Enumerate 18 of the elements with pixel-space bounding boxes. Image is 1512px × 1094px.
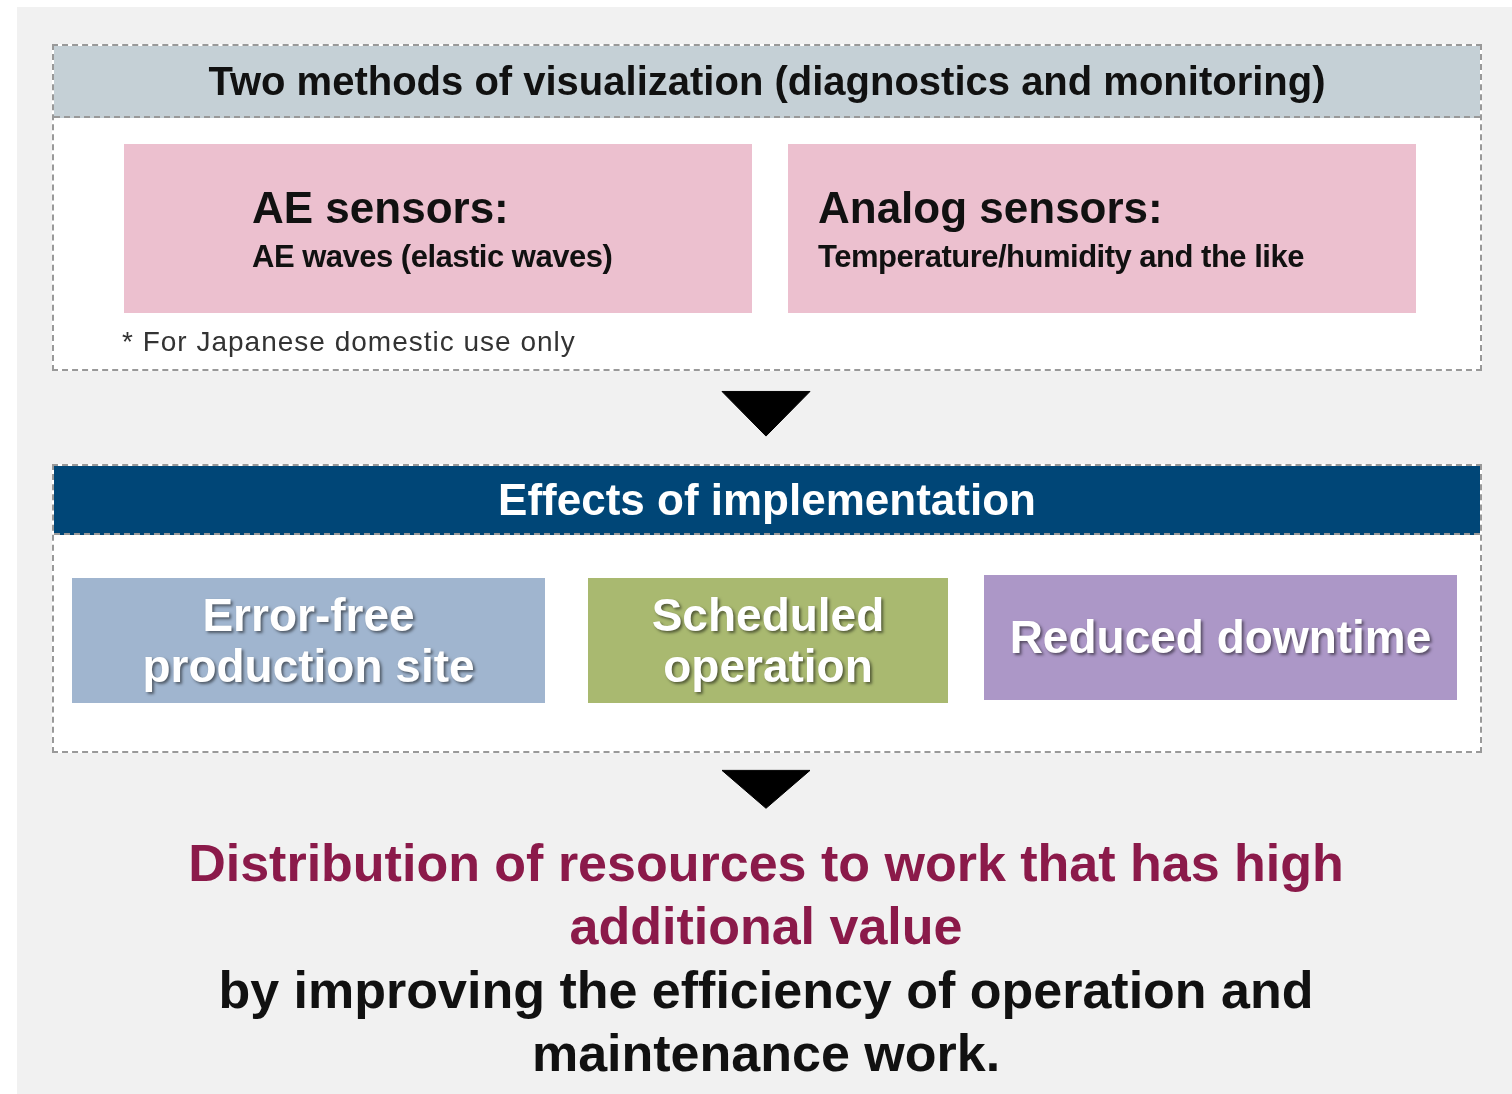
box-subtext: Temperature/humidity and the like bbox=[818, 238, 1305, 275]
down-arrow bbox=[721, 769, 811, 809]
down-arrow bbox=[721, 390, 811, 437]
box-heading: AE sensors: bbox=[252, 182, 510, 233]
sensor-box bbox=[788, 144, 1416, 313]
header-band: Effects of implementation bbox=[54, 466, 1480, 535]
conclusion-text: Distribution of resources to work that has high additional value bbox=[187, 833, 1345, 958]
sensor-box bbox=[124, 144, 752, 313]
dashed-panel bbox=[52, 44, 1482, 371]
effect-box: Error-free production site bbox=[72, 578, 545, 703]
dashed-panel bbox=[52, 464, 1482, 753]
conclusion-subtext: by improving the efficiency of operation and maintenance work. bbox=[217, 959, 1315, 1085]
box-subtext: AE waves (elastic waves) bbox=[252, 238, 614, 275]
effect-box: Scheduled operation bbox=[588, 578, 948, 703]
header-band: Two methods of visualization (diagnostics and monitoring) bbox=[54, 46, 1480, 118]
box-heading: Analog sensors: bbox=[818, 182, 1164, 233]
effect-box: Reduced downtime bbox=[984, 575, 1457, 700]
footnote: * For Japanese domestic use only bbox=[122, 326, 576, 358]
